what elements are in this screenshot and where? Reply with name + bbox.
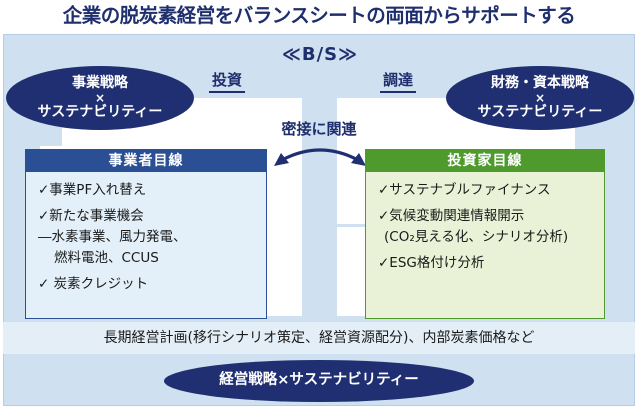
sustainability-label: サステナビリティー — [37, 104, 163, 120]
management-strategy-label: 経営戦略×サステナビリティー — [219, 372, 419, 389]
divider-line — [40, 146, 62, 149]
list-item: ✓気候変動関連情報開示 — [378, 208, 525, 224]
cross-symbol: × — [534, 91, 546, 105]
cross-symbol: × — [94, 91, 106, 105]
bs-label: ≪B/S≫ — [282, 44, 358, 65]
procure-label: 調達 — [380, 69, 417, 93]
closely-related-label: 密接に関連 — [281, 120, 357, 138]
list-item: ✓ESG格付け分析 — [378, 255, 485, 271]
double-arrow-icon — [274, 148, 366, 166]
management-strategy-oval: 経営戦略×サステナビリティー — [164, 360, 474, 402]
list-item: ✓サステナブルファイナンス — [378, 182, 551, 198]
business-perspective-box: 事業者目線 ✓事業PF入れ替え ✓新たな事業機会 ―水素事業、風力発電、 燃料電… — [25, 149, 267, 319]
divider-line — [337, 224, 370, 227]
business-strategy-oval: 事業戦略 × サステナビリティー — [6, 66, 194, 130]
list-item: ✓事業PF入れ替え — [38, 182, 147, 198]
business-perspective-title: 事業者目線 — [26, 150, 266, 172]
sustainability-label: サステナビリティー — [477, 104, 603, 120]
finance-strategy-oval: 財務・資本戦略 × サステナビリティー — [446, 66, 634, 130]
headline: 企業の脱炭素経営をバランスシートの両面からサポートする — [62, 4, 576, 27]
list-item: 燃料電池、CCUS — [54, 250, 159, 266]
list-item: ✓ 炭素クレジット — [38, 276, 149, 292]
list-item: ✓新たな事業機会 — [38, 208, 144, 224]
list-item: (CO₂見える化、シナリオ分析) — [384, 229, 569, 245]
long-term-plan-text: 長期経営計画(移行シナリオ策定、経営資源配分)、内部炭素価格など — [103, 330, 535, 346]
business-strategy-label: 事業戦略 — [72, 75, 128, 92]
investor-perspective-title: 投資家目線 — [366, 150, 604, 172]
investor-perspective-box: 投資家目線 ✓サステナブルファイナンス ✓気候変動関連情報開示 (CO₂見える化… — [365, 149, 605, 319]
list-item: ―水素事業、風力発電、 — [38, 229, 187, 245]
finance-strategy-label: 財務・資本戦略 — [491, 75, 589, 92]
invest-label: 投資 — [209, 69, 246, 93]
long-term-plan-band — [3, 322, 635, 354]
